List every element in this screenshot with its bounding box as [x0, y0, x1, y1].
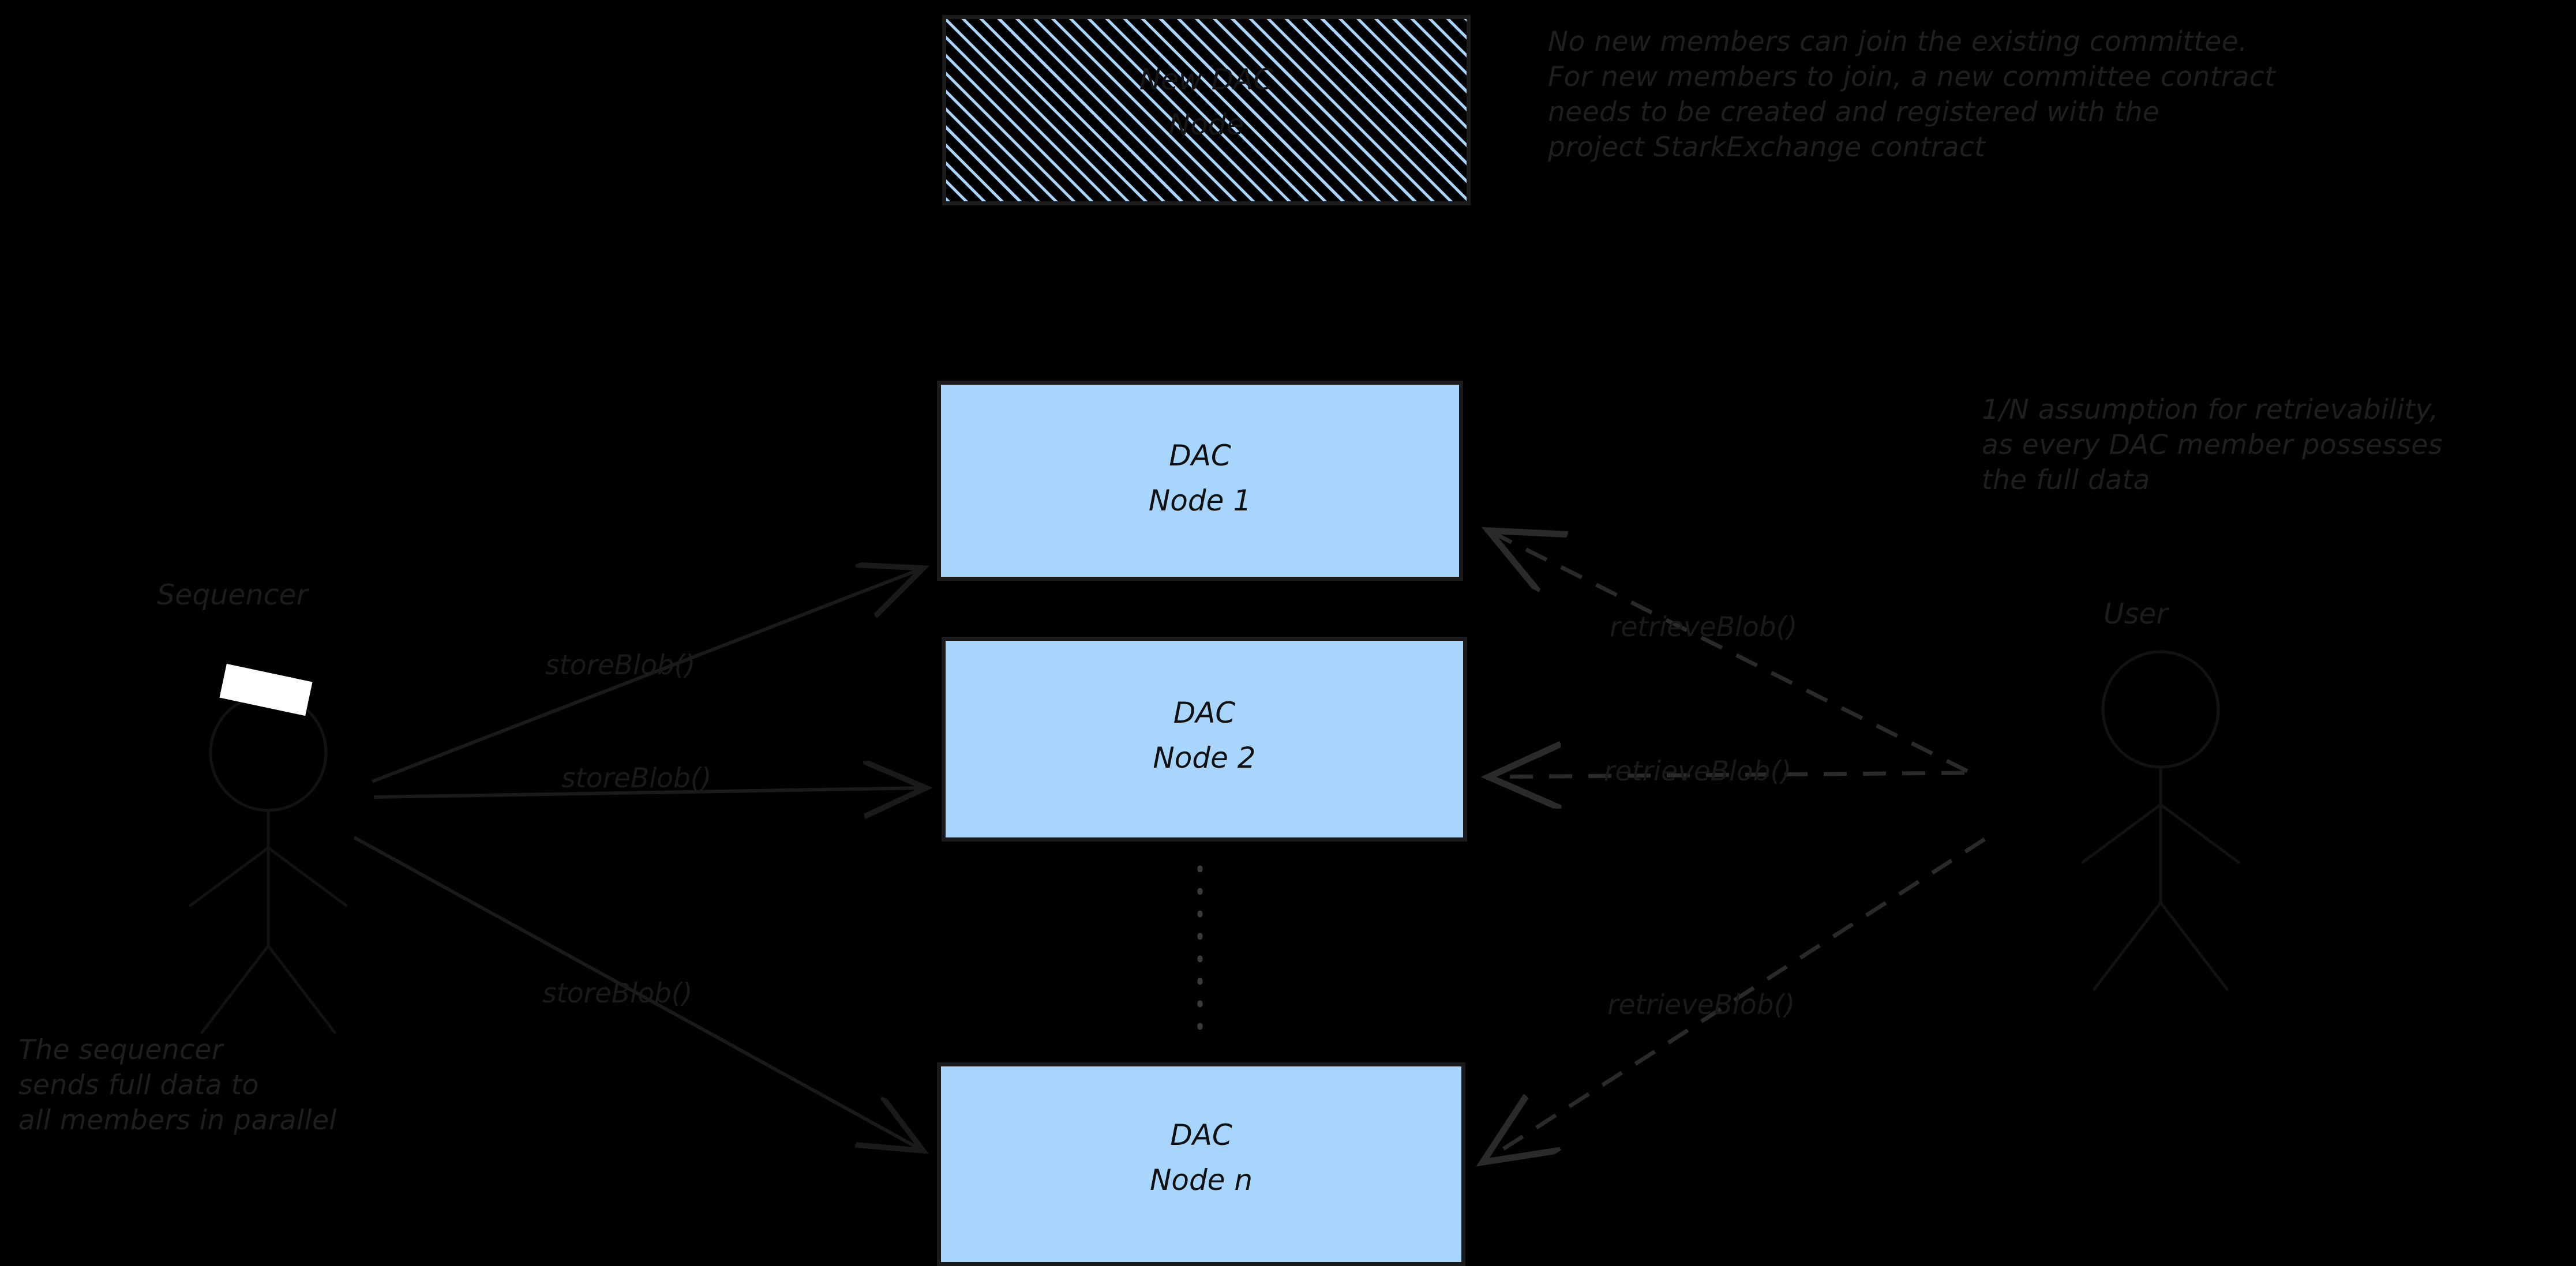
annotation-committee-note: No new members can join the existing com…: [1548, 26, 2276, 164]
user-stick-figure: [2081, 650, 2240, 991]
edge-store-node1: [371, 568, 923, 783]
new-dac-node-box[interactable]: [942, 15, 1471, 205]
annotation-retrievability-note: 1/N assumption for retrievability, as ev…: [1982, 394, 2443, 497]
edge-label-retrieve-noden: retrieveBlob(): [1607, 989, 1795, 1021]
edge-label-retrieve-node1: retrieveBlob(): [1610, 611, 1798, 643]
edge-label-store-node2: storeBlob(): [561, 762, 712, 794]
dac-node-2-box[interactable]: [942, 637, 1467, 842]
edge-store-node2: [373, 788, 926, 797]
dac-node-n-box[interactable]: [937, 1062, 1465, 1266]
sequencer-label: Sequencer: [157, 578, 308, 611]
edge-retrieve-node2: [1488, 773, 1965, 777]
dac-node-1-box[interactable]: [937, 381, 1463, 581]
edge-label-retrieve-node2: retrieveBlob(): [1604, 756, 1792, 787]
edge-label-store-node1: storeBlob(): [545, 649, 696, 681]
edge-label-store-noden: storeBlob(): [542, 978, 693, 1009]
edge-retrieve-node1: [1488, 531, 1968, 773]
sequencer-stick-figure: [189, 693, 348, 1034]
edge-retrieve-noden: [1483, 837, 1986, 1162]
edge-store-noden: [353, 836, 923, 1151]
annotation-sequencer-note: The sequencer sends full data to all mem…: [18, 1034, 337, 1137]
user-label: User: [2103, 598, 2168, 630]
